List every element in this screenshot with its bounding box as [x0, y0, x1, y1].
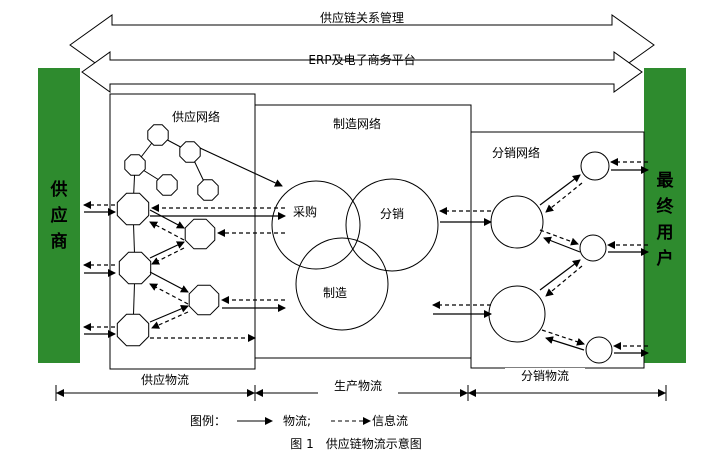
- dist-node-1: [490, 195, 544, 249]
- legend-info-label: 信息流: [372, 413, 408, 428]
- supply-node-9: [188, 284, 220, 316]
- distribution-circle-label: 分销: [380, 207, 404, 221]
- supply-node-10: [116, 313, 150, 347]
- procurement-circle: [271, 180, 361, 270]
- dist-node-3: [580, 151, 610, 181]
- material-flow-arrow: [543, 236, 581, 253]
- info-flow-arrow: [545, 182, 583, 213]
- material-flow-arrow: [545, 336, 585, 351]
- supplier-bar: [38, 68, 80, 363]
- info-flow-arrow: [151, 247, 185, 265]
- procurement-label: 采购: [293, 204, 317, 219]
- distribution-network-label: 分销网络: [492, 145, 540, 160]
- material-flow-arrow: [199, 147, 283, 187]
- crm-label: 供应链关系管理: [320, 10, 404, 25]
- supply-node-8: [118, 251, 152, 285]
- svg-text:最: 最: [657, 171, 675, 191]
- dist-node-5: [585, 336, 613, 364]
- legend-prefix: 图例：: [190, 414, 226, 428]
- supply-node-1: [147, 124, 169, 146]
- supply-node-2: [179, 141, 201, 163]
- supply-node-3: [124, 154, 146, 176]
- material-flow-arrow: [539, 174, 581, 206]
- production-logistics-label: 生产物流: [334, 379, 382, 393]
- supply-nodes: [116, 124, 220, 347]
- info-flow-arrow: [545, 265, 583, 297]
- svg-text:商: 商: [51, 231, 68, 252]
- material-flow-arrow: [539, 259, 581, 291]
- legend-material-label: 物流;: [283, 414, 311, 428]
- distribution-circle: [345, 178, 439, 272]
- svg-text:应: 应: [51, 205, 68, 226]
- supplier-label: 供应商: [50, 179, 68, 252]
- manufacturing-circle-label: 制造: [323, 286, 347, 300]
- manufacturing-circle: [295, 237, 389, 331]
- supply-network-label: 供应网络: [172, 109, 220, 124]
- manufacturing-network-label: 制造网络: [333, 116, 381, 131]
- distribution-logistics-label: 分销物流: [521, 369, 569, 383]
- supply-node-7: [184, 218, 216, 250]
- supply-node-4: [156, 174, 178, 196]
- material-flow-arrow: [149, 209, 185, 229]
- erp-label: ERP及电子商务平台: [308, 52, 415, 67]
- manufacturing-network-box: [254, 104, 472, 359]
- svg-text:供: 供: [50, 179, 68, 200]
- dist-node-2: [488, 285, 546, 343]
- svg-text:用: 用: [657, 223, 674, 243]
- info-flow-arrow: [541, 329, 585, 346]
- flow-arrows: [83, 147, 649, 357]
- figure-caption: 图 1 供应链物流示意图: [290, 436, 421, 451]
- supply-node-5: [197, 179, 219, 201]
- erp-double-arrow: [81, 51, 643, 93]
- svg-text:户: 户: [657, 248, 674, 269]
- material-flow-arrow: [149, 241, 185, 259]
- dist-node-4: [579, 234, 607, 262]
- end-user-bar: [644, 68, 686, 363]
- material-flow-arrow: [149, 305, 189, 323]
- info-flow-arrow: [149, 283, 189, 305]
- material-flow-arrow: [149, 271, 189, 293]
- supply-node-6: [116, 192, 150, 226]
- svg-text:终: 终: [657, 196, 675, 217]
- supply-logistics-label: 供应物流: [141, 372, 189, 387]
